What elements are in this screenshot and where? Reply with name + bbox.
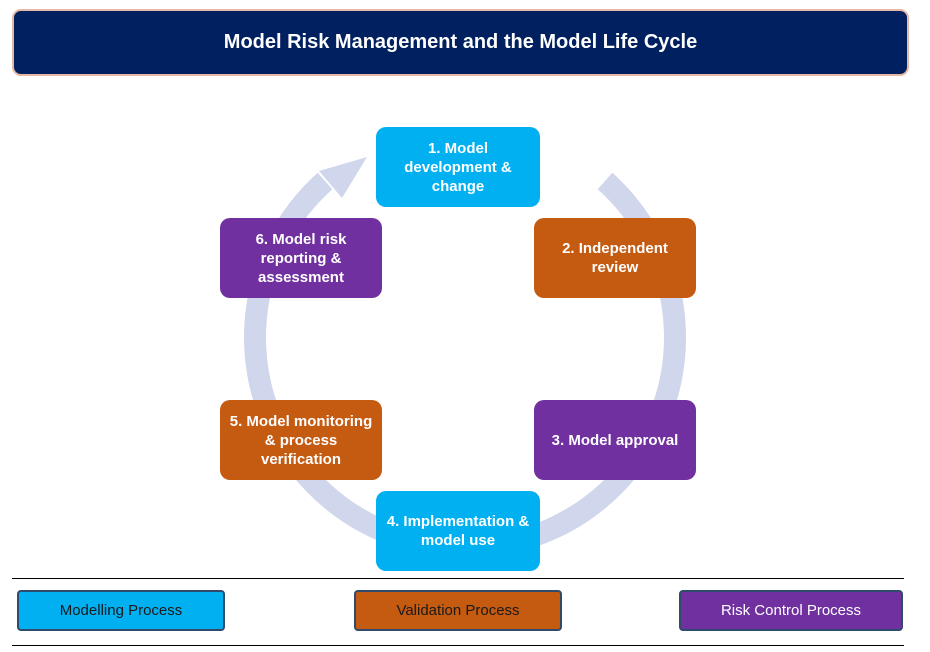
cycle-arrow-head	[319, 157, 367, 198]
stage-model-monitoring[interactable]: 5. Model monitoring & process verificati…	[220, 400, 382, 480]
legend-validation-process: Validation Process	[354, 590, 562, 631]
legend-bottom-divider	[12, 645, 904, 646]
legend-label: Modelling Process	[59, 602, 183, 619]
legend-risk-control-process: Risk Control Process	[679, 590, 903, 631]
legend-label: Validation Process	[396, 602, 520, 619]
stage-implementation[interactable]: 4. Implementation & model use	[376, 491, 540, 571]
stage-label: 1. Model development & change	[404, 139, 512, 195]
stage-risk-reporting[interactable]: 6. Model risk reporting & assessment	[220, 218, 382, 298]
stage-model-development[interactable]: 1. Model development & change	[376, 127, 540, 207]
stage-label: 3. Model approval	[551, 431, 679, 449]
legend-top-divider	[12, 578, 904, 579]
stage-label: 2. Independent review	[562, 240, 668, 276]
stage-label: 4. Implementation & model use	[386, 513, 530, 549]
legend-modelling-process: Modelling Process	[17, 590, 225, 631]
legend-label: Risk Control Process	[720, 602, 862, 619]
stage-label: 6. Model risk reporting & assessment	[255, 230, 347, 286]
diagram-title-text: Model Risk Management and the Model Life…	[223, 31, 698, 53]
stage-label: 5. Model monitoring & process verificati…	[229, 412, 373, 468]
stage-model-approval[interactable]: 3. Model approval	[534, 400, 696, 480]
stage-independent-review[interactable]: 2. Independent review	[534, 218, 696, 298]
diagram-title: Model Risk Management and the Model Life…	[12, 9, 909, 76]
